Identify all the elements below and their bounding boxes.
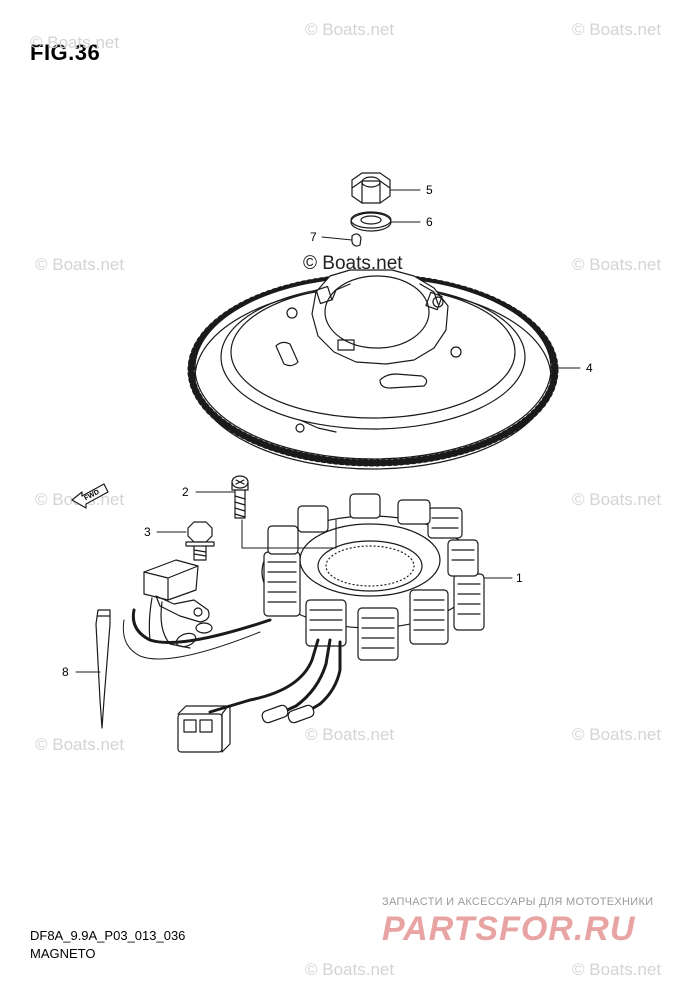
stator-coil: [453, 573, 485, 631]
promo-text: ЗАПЧАСТИ И АКСЕССУАРЫ ДЛЯ МОТОТЕХНИКИ: [382, 896, 654, 908]
callout-5: 5: [426, 183, 433, 197]
watermark: © Boats.net: [30, 33, 120, 52]
stator-part-1: [122, 493, 485, 753]
watermark: © Boats.net: [305, 725, 395, 744]
watermark: © Boats.net: [572, 490, 662, 509]
nut-part-5: [351, 172, 391, 204]
callout-1: 1: [516, 571, 523, 585]
key-part-7: [351, 233, 362, 247]
callout-3: 3: [144, 525, 151, 539]
stator-coil: [409, 589, 449, 645]
stator-coil: [397, 499, 431, 525]
callout-4: 4: [586, 361, 593, 375]
figure-name: MAGNETO: [30, 946, 96, 961]
coupler: [177, 705, 231, 753]
figure-code: DF8A_9.9A_P03_013_036: [30, 928, 186, 943]
screw-part-2: [231, 475, 249, 519]
stator-coil: [263, 551, 301, 617]
stator-coil: [447, 539, 479, 577]
watermark: © Boats.net: [305, 20, 395, 39]
callout-2: 2: [182, 485, 189, 499]
leader-lines: [75, 189, 581, 673]
callout-8: 8: [62, 665, 69, 679]
watermark: © Boats.net: [572, 725, 662, 744]
bolt-part-3: [185, 521, 215, 561]
fwd-arrow: [71, 483, 109, 509]
callout-6: 6: [426, 215, 433, 229]
flywheel-part-4: [187, 269, 559, 470]
stator-coil: [267, 525, 299, 555]
cable-tie-part-8: [95, 609, 111, 729]
watermark: © Boats.net: [572, 255, 662, 274]
watermark: © Boats.net: [572, 20, 662, 39]
brand-logo[interactable]: PARTSFOR.RU: [382, 910, 636, 948]
watermark: © Boats.net: [305, 960, 395, 979]
figure-title: FIG.36: [30, 40, 101, 65]
stator-coil: [427, 507, 463, 539]
pulser-coil: [143, 559, 213, 649]
watermark: © Boats.net: [572, 960, 662, 979]
watermark: © Boats.net: [35, 255, 125, 274]
stator-coil: [357, 607, 399, 661]
callout-7: 7: [310, 230, 317, 244]
stator-coil: [297, 505, 329, 533]
stator-coil: [349, 493, 381, 519]
stator-coil: [305, 599, 347, 647]
watermark-center: © Boats.net: [303, 253, 403, 274]
washer-part-6: [350, 211, 392, 232]
watermark: © Boats.net: [35, 735, 125, 754]
